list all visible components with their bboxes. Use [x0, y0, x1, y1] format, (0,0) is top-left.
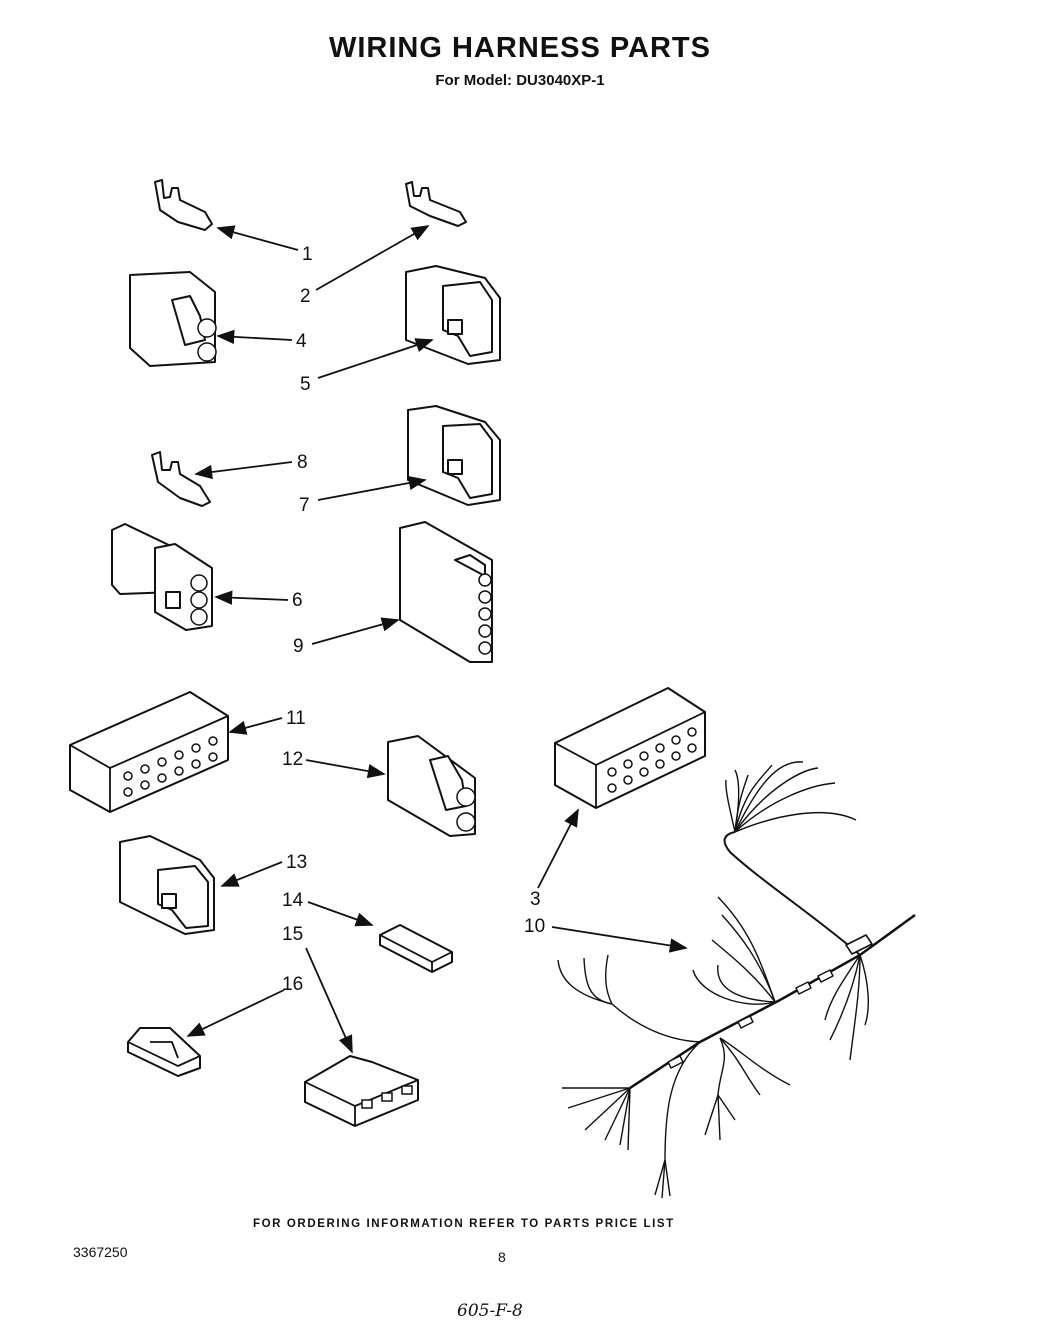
callout-3: 3 [530, 889, 541, 910]
callout-16: 16 [282, 974, 303, 995]
page-title: WIRING HARNESS PARTS [329, 32, 711, 64]
callout-12: 12 [282, 749, 303, 770]
callout-14: 14 [282, 890, 304, 911]
callout-7: 7 [299, 495, 310, 516]
part-4-housing [129, 271, 217, 367]
part-14-tab [379, 924, 453, 973]
part-2-terminal [405, 181, 467, 227]
part-11-holes [123, 736, 218, 797]
part-12-housing [387, 735, 476, 837]
callout-10: 10 [524, 916, 545, 937]
callout-1: 1 [302, 244, 313, 265]
part-3-block-connector [554, 687, 706, 809]
callout-8: 8 [297, 452, 308, 473]
ordering-note: FOR ORDERING INFORMATION REFER TO PARTS … [253, 1218, 675, 1230]
callout-9: 9 [293, 636, 304, 657]
part-15-terminal-strip [304, 1055, 419, 1127]
document-number: 3367250 [73, 1244, 128, 1260]
callout-5: 5 [300, 374, 311, 395]
callout-4: 4 [296, 331, 307, 352]
callout-11: 11 [286, 708, 306, 729]
callout-6: 6 [292, 590, 303, 611]
callout-numbers: 1 2 4 5 8 7 6 9 11 12 13 14 15 16 3 10 [282, 244, 545, 995]
part-11-block-connector [69, 691, 229, 813]
model-subtitle: For Model: DU3040XP-1 [435, 72, 605, 89]
part-8-terminal [151, 451, 211, 507]
part-9-housing [399, 521, 493, 663]
callout-13: 13 [286, 852, 307, 873]
leader-lines [186, 225, 688, 1054]
part-3-holes [607, 727, 697, 793]
part-1-terminal [154, 179, 213, 231]
page-number: 8 [498, 1249, 506, 1265]
part-5-housing [405, 265, 501, 365]
part-6-housing [111, 523, 213, 631]
callout-15: 15 [282, 924, 303, 945]
part-10-wiring-harness [557, 761, 916, 1199]
handwritten-note: 605-F-8 [457, 1301, 523, 1321]
part-13-housing [119, 835, 215, 935]
callout-2: 2 [300, 286, 311, 307]
part-16-clip [127, 1027, 201, 1077]
part-7-housing [407, 405, 501, 506]
